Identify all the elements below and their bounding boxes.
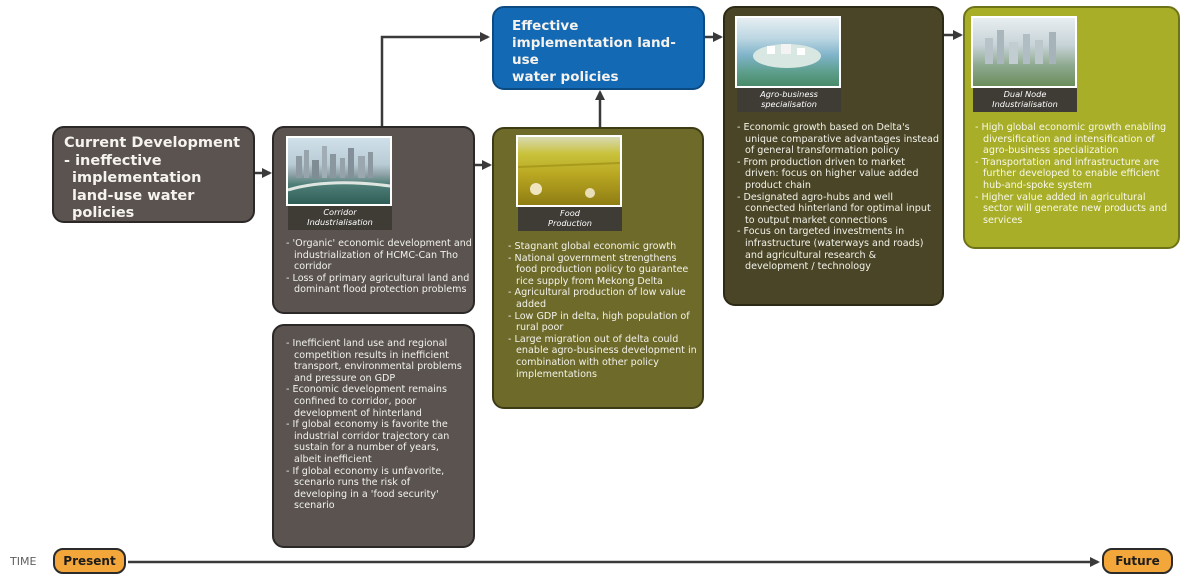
list-item: Designated agro-hubs and well connected … (737, 192, 940, 227)
corridor-bullet-list: 'Organic' economic development and indus… (286, 238, 472, 296)
food-caption-line1: Food (560, 208, 580, 218)
agro-business-box: Agro-business specialisation Economic gr… (723, 6, 944, 306)
list-item: National government strengthens food pro… (508, 253, 700, 288)
dual-node-box: Dual Node Industrialisation High global … (963, 6, 1180, 249)
dual-node-caption: Dual Node Industrialisation (973, 88, 1077, 112)
current-title-line2: - ineffective (64, 152, 162, 169)
current-title-line3: implementation (72, 170, 202, 186)
agro-caption: Agro-business specialisation (737, 88, 841, 112)
agro-photo (735, 16, 841, 88)
list-item: Inefficient land use and regional compet… (286, 338, 465, 384)
list-item: Stagnant global economic growth (508, 241, 700, 253)
industrial-city-icon (985, 30, 1056, 64)
rice-field-icon (518, 162, 620, 198)
agro-bullet-list: Economic growth based on Delta's unique … (737, 122, 940, 273)
current-title-line4: land-use water policies (72, 187, 195, 222)
future-pill: Future (1102, 548, 1173, 574)
effective-title-line2: implementation land-use (512, 35, 676, 68)
present-pill: Present (53, 548, 126, 574)
effective-implementation-box: Effective implementation land-use water … (492, 6, 705, 90)
list-item: Large migration out of delta could enabl… (508, 334, 700, 380)
dual-node-photo (971, 16, 1077, 88)
current-title-line1: Current Development (64, 135, 241, 151)
food-bullet-list: Stagnant global economic growth National… (508, 241, 700, 380)
list-item: From production driven to market driven:… (737, 157, 940, 192)
list-item: Agricultural production of low value add… (508, 287, 700, 310)
corridor-caption-line2: Industrialisation (307, 217, 373, 227)
list-item: If global economy is unfavorite, scenari… (286, 466, 465, 512)
corridor-industrialisation-box: Corridor Industrialisation 'Organic' eco… (272, 126, 475, 314)
list-item: Loss of primary agricultural land and do… (286, 273, 472, 296)
list-item: If global economy is favorite the indust… (286, 419, 465, 465)
corridor-photo (286, 136, 392, 206)
list-item: High global economic growth enabling div… (975, 122, 1177, 157)
food-caption: Food Production (518, 207, 622, 231)
current-development-box: Current Development - ineffective implem… (52, 126, 255, 223)
corridor-effects-box: Inefficient land use and regional compet… (272, 324, 475, 548)
food-production-box: Food Production Stagnant global economic… (492, 127, 704, 409)
list-item: Economic development remains confined to… (286, 384, 465, 419)
corridor-effects-bullet-list: Inefficient land use and regional compet… (286, 338, 465, 512)
agro-hub-icon (753, 44, 821, 68)
effective-title-line3: water policies (512, 69, 619, 85)
list-item: Economic growth based on Delta's unique … (737, 122, 940, 157)
list-item: Higher value added in agricultural secto… (975, 192, 1177, 227)
dual-node-bullet-list: High global economic growth enabling div… (975, 122, 1177, 226)
list-item: Focus on targeted investments in infrast… (737, 226, 940, 272)
food-caption-line2: Production (548, 218, 592, 228)
list-item: Low GDP in delta, high population of rur… (508, 311, 700, 334)
agro-caption-line2: specialisation (761, 99, 817, 109)
effective-title-line1: Effective (512, 18, 579, 34)
arrow-corridor-to-effective (380, 32, 490, 128)
corridor-caption-line1: Corridor (323, 207, 357, 217)
dual-node-caption-line2: Industrialisation (992, 99, 1058, 109)
agro-caption-line1: Agro-business (760, 89, 818, 99)
corridor-caption: Corridor Industrialisation (288, 206, 392, 230)
time-label: TIME (10, 555, 37, 568)
dual-node-caption-line1: Dual Node (1003, 89, 1047, 99)
city-skyline-icon (288, 146, 390, 192)
list-item: 'Organic' economic development and indus… (286, 238, 472, 273)
food-photo (516, 135, 622, 207)
list-item: Transportation and infrastructure are fu… (975, 157, 1177, 192)
